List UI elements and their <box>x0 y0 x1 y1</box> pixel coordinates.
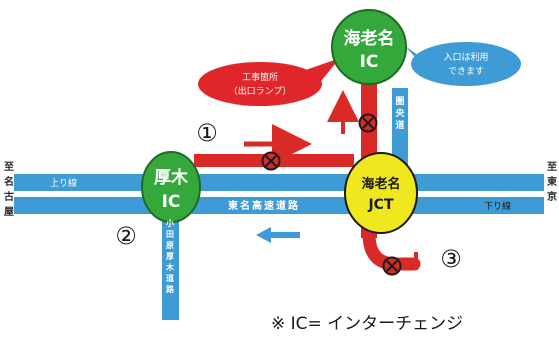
closure-marker-route-1 <box>261 151 281 171</box>
odawara-road <box>162 214 179 320</box>
entrance-callout: 入口は利用 できます <box>405 42 521 86</box>
ebina-jct-line1: 海老名 <box>361 176 400 192</box>
downbound-label: 下り線 <box>484 200 511 212</box>
ebina-ic-line1: 海老名 <box>344 28 395 49</box>
construction-callout-line1: 工事箇所 <box>242 71 278 83</box>
blue-arrow-left <box>256 227 300 243</box>
atsugi-ic-node: 厚木 IC <box>141 151 201 223</box>
ebina-jct-node: 海老名 JCT <box>344 152 418 234</box>
marker-1: ① <box>196 119 218 147</box>
ebina-jct-line2: JCT <box>367 197 393 213</box>
destination-right: 至東京 <box>547 162 557 203</box>
marker-2: ② <box>115 222 137 250</box>
closure-marker-route-3 <box>382 256 402 276</box>
tomei-upbound-lane <box>14 174 544 191</box>
ebina-ic-node: 海老名 IC <box>331 9 407 85</box>
closure-marker-ebina-ic <box>358 113 378 133</box>
blue-arrow-down <box>393 104 407 134</box>
upbound-label: 上り線 <box>50 177 77 189</box>
atsugi-ic-line2: IC <box>162 192 181 212</box>
construction-callout: 工事箇所 （出口ランプ） <box>198 58 340 106</box>
entrance-callout-line2: できます <box>448 66 484 77</box>
kenodo-label: 圏央道 <box>395 97 405 131</box>
construction-callout-line2: （出口ランプ） <box>229 85 292 97</box>
marker-3: ③ <box>440 245 462 273</box>
destination-left: 至名古屋 <box>4 162 14 218</box>
ebina-ic-line2: IC <box>360 52 379 72</box>
closed-ramp-arrow-right <box>400 252 418 270</box>
odawara-label: 小田原厚木道路 <box>166 219 174 294</box>
footnote: ※ IC= インターチェンジ <box>271 314 464 334</box>
entrance-callout-line1: 入口は利用 <box>443 51 488 63</box>
tomei-label: 東名高速道路 <box>228 199 300 212</box>
atsugi-ic-line1: 厚木 <box>154 167 189 188</box>
